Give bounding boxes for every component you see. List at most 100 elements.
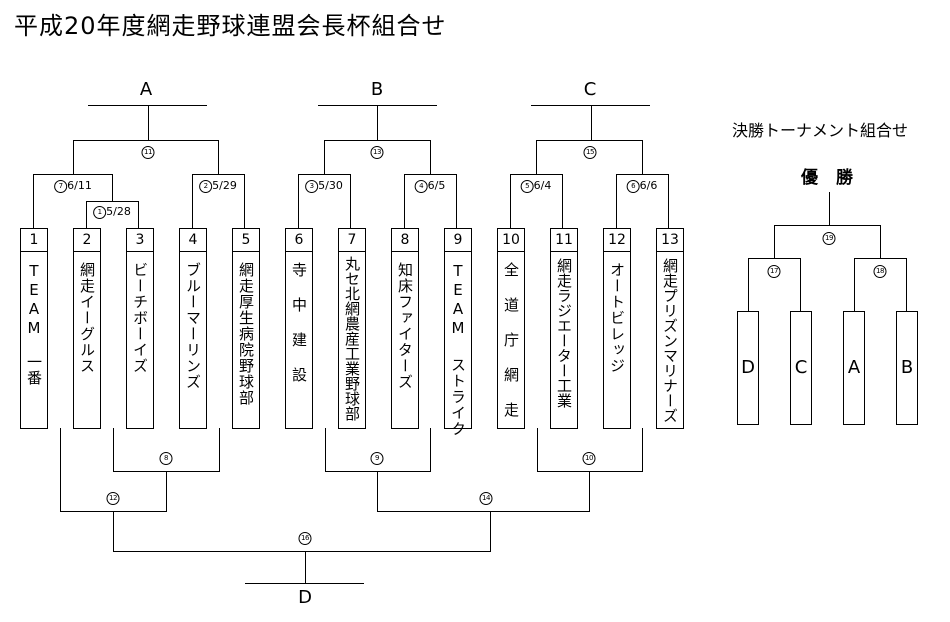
team-number: 13 xyxy=(657,229,683,252)
match-19-label: 19 xyxy=(822,231,836,245)
team-box: 10 全 道 庁 網 走 xyxy=(497,228,525,429)
connector xyxy=(192,174,193,228)
page-title: 平成20年度網走野球連盟会長杯組合せ xyxy=(14,12,447,40)
team-number: 9 xyxy=(445,229,471,252)
match-17-bar xyxy=(748,258,801,259)
team-number: 8 xyxy=(392,229,418,252)
match-14-bar xyxy=(377,511,590,512)
team-box: 5 網走厚生病院野球部 xyxy=(232,228,260,429)
match-date: 5/28 xyxy=(106,205,131,218)
match-date: 6/5 xyxy=(427,179,446,192)
team-name: オートビレッジ xyxy=(608,262,626,374)
team-box: 3 ビーチボーイズ xyxy=(126,228,154,429)
team-box: 8 知床ファイターズ xyxy=(391,228,419,429)
match-date: 6/11 xyxy=(67,179,92,192)
team-name: 網走イーグルス xyxy=(78,262,96,374)
team-name: ビーチボーイズ xyxy=(131,262,149,374)
match-date: 5/29 xyxy=(212,179,237,192)
team-name: 網走厚生病院野球部 xyxy=(237,262,255,406)
match-16-label: 16 xyxy=(298,531,312,545)
connector xyxy=(404,174,405,228)
match-15-bar xyxy=(536,140,642,141)
match-9-bar xyxy=(325,471,431,472)
team-box: 1 TEAM 一番 xyxy=(20,228,48,429)
team-box: 7 丸セ北網農産工業野球部 xyxy=(338,228,366,429)
connector xyxy=(490,511,491,551)
connector xyxy=(166,471,167,511)
final-slot: B xyxy=(896,311,918,425)
connector xyxy=(642,428,643,471)
team-number: 11 xyxy=(551,229,577,252)
connector xyxy=(456,174,457,228)
match-number-badge: 10 xyxy=(582,451,596,465)
match-number-badge: 17 xyxy=(767,264,781,278)
team-box: 2 網走イーグルス xyxy=(73,228,101,429)
connector xyxy=(591,105,592,140)
match-11-bar xyxy=(73,140,219,141)
final-slot: D xyxy=(737,311,759,425)
team-name: TEAM ストライク xyxy=(449,262,467,437)
connector xyxy=(112,174,113,201)
connector xyxy=(73,140,74,174)
group-c-bar xyxy=(531,105,650,106)
team-number: 10 xyxy=(498,229,524,252)
match-17-label: 17 xyxy=(767,264,781,278)
connector xyxy=(668,174,669,228)
connector xyxy=(350,174,351,228)
connector xyxy=(148,105,149,140)
match-7-bar xyxy=(33,174,113,175)
connector xyxy=(324,140,325,174)
match-number-badge: 6 xyxy=(626,179,640,193)
match-14-label: 14 xyxy=(479,491,493,505)
connector xyxy=(219,428,220,471)
group-label-a: A xyxy=(139,79,153,100)
match-number-badge: 2 xyxy=(199,179,213,193)
group-d-bar xyxy=(245,583,364,584)
team-number: 1 xyxy=(21,229,47,252)
match-number-badge: 1 xyxy=(93,205,107,219)
match-15-label: 15 xyxy=(583,145,597,159)
match-13-bar xyxy=(324,140,430,141)
team-box: 11 網走ラジエーター工業 xyxy=(550,228,578,429)
final-slot: C xyxy=(790,311,812,425)
team-name: TEAM 一番 xyxy=(25,262,43,386)
match-18-bar xyxy=(854,258,907,259)
team-name: 寺 中 建 設 xyxy=(290,262,308,383)
champion-label: 優 勝 xyxy=(801,168,859,188)
final-tournament-subtitle: 決勝トーナメント組合せ xyxy=(732,121,909,140)
connector xyxy=(800,258,801,311)
connector xyxy=(510,174,511,228)
team-number: 3 xyxy=(127,229,153,252)
match-number-badge: 7 xyxy=(54,179,68,193)
team-name: 網走プリズンマリナーズ xyxy=(661,258,679,423)
final-slot: A xyxy=(843,311,865,425)
team-number: 4 xyxy=(180,229,206,252)
match-2-bar xyxy=(192,174,245,175)
match-10-label: 10 xyxy=(582,451,596,465)
team-number: 12 xyxy=(604,229,630,252)
team-name: 丸セ北網農産工業野球部 xyxy=(343,256,361,421)
connector xyxy=(244,174,245,228)
connector xyxy=(774,225,775,258)
match-date: 5/30 xyxy=(318,179,343,192)
match-number-badge: 12 xyxy=(106,491,120,505)
connector xyxy=(325,428,326,471)
team-name: 知床ファイターズ xyxy=(396,262,414,390)
match-number-badge: 4 xyxy=(414,179,428,193)
team-box: 4 ブルーマーリンズ xyxy=(179,228,207,429)
match-number-badge: 19 xyxy=(822,231,836,245)
match-number-badge: 15 xyxy=(583,145,597,159)
match-date: 6/4 xyxy=(533,179,552,192)
group-a-bar xyxy=(88,105,207,106)
connector xyxy=(298,174,299,228)
connector xyxy=(86,201,87,228)
connector xyxy=(616,174,617,228)
